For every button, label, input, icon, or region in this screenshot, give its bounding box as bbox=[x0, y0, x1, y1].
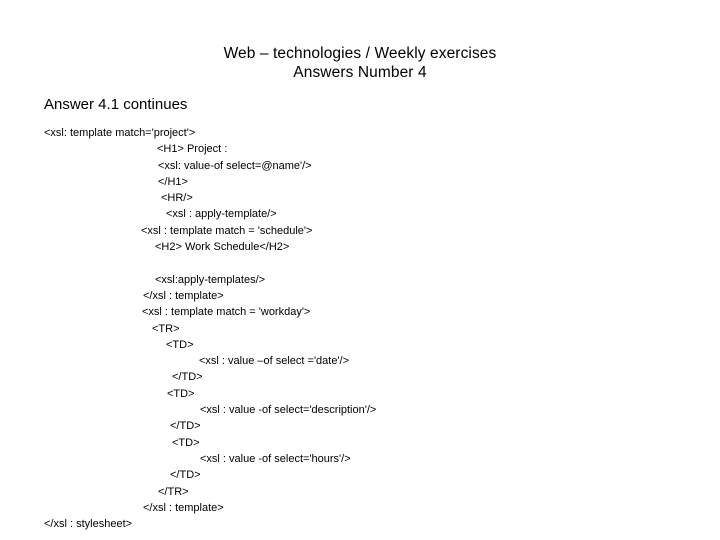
code-line: </xsl : template> bbox=[143, 501, 224, 514]
code-line: <TD> bbox=[167, 387, 195, 400]
code-line: <TD> bbox=[172, 436, 200, 449]
section-heading: Answer 4.1 continues bbox=[44, 96, 188, 113]
code-line: <H1> Project : bbox=[157, 143, 228, 156]
code-line: </xsl : template> bbox=[143, 289, 224, 302]
code-line: <H2> Work Schedule</H2> bbox=[155, 241, 290, 254]
code-line: </TD> bbox=[170, 420, 201, 433]
slide-title-line-2: Answers Number 4 bbox=[293, 64, 427, 81]
code-line: <xsl:apply-templates/> bbox=[155, 273, 266, 286]
code-line: <HR/> bbox=[161, 192, 193, 205]
code-line: <xsl : value -of select='hours'/> bbox=[200, 452, 351, 465]
code-line: <xsl : template match = 'workday'> bbox=[142, 306, 311, 319]
code-line: <xsl: value-of select=@name'/> bbox=[158, 159, 312, 172]
slide-title-line-1: Web – technologies / Weekly exercises bbox=[223, 45, 497, 62]
code-line: <xsl : apply-template/> bbox=[166, 208, 277, 221]
code-block: <xsl: template match='project'> <H1> Proj… bbox=[0, 125, 720, 532]
code-line: <TR> bbox=[152, 322, 180, 335]
code-line: </TR> bbox=[158, 485, 189, 498]
code-line: <TD> bbox=[166, 338, 194, 351]
code-line: <xsl : template match = 'schedule'> bbox=[141, 224, 313, 237]
code-line: </xsl : stylesheet> bbox=[44, 518, 133, 531]
code-line-blank bbox=[0, 255, 720, 271]
code-line: <xsl : value –of select ='date'/> bbox=[199, 355, 350, 368]
code-line: </TD> bbox=[170, 469, 201, 482]
code-line: </TD> bbox=[172, 371, 203, 384]
slide-title: Web – technologies / Weekly exercises An… bbox=[0, 44, 720, 82]
code-line: </H1> bbox=[158, 175, 188, 188]
code-line: <xsl : value -of select='description'/> bbox=[200, 404, 377, 417]
code-line: <xsl: template match='project'> bbox=[44, 127, 196, 139]
